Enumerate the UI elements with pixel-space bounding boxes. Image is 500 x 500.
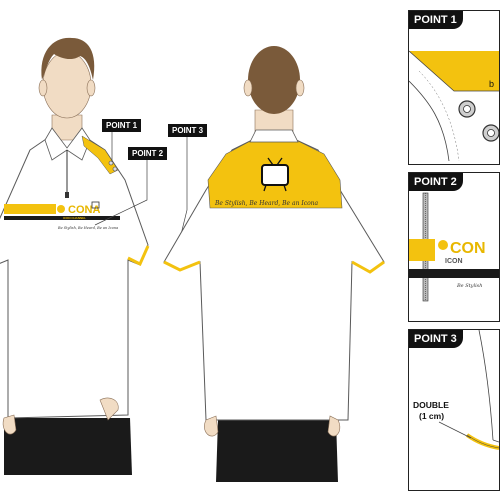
detail-panel-point-3: POINT 3 DOUBLE (1 cm) xyxy=(408,329,500,491)
detail-3-note-line-2: (1 cm) xyxy=(419,411,445,421)
detail-3-drawing xyxy=(438,330,499,450)
detail-panel-3-title: POINT 3 xyxy=(409,330,463,348)
detail-2-yellow-band xyxy=(409,239,435,261)
front-shoulder-strip xyxy=(81,135,119,175)
detail-2-black-band xyxy=(409,269,499,278)
front-tagline: Be Stylish, Be Heard, Be an Icona xyxy=(57,226,118,230)
front-zipper-pull xyxy=(65,192,69,198)
front-collar xyxy=(44,127,91,161)
back-left-ear xyxy=(243,79,253,97)
front-hair xyxy=(41,37,95,80)
detail-2-logo-dot xyxy=(438,240,448,250)
tv-icon xyxy=(261,157,289,192)
detail-2-logo-text: CON xyxy=(450,240,486,257)
front-logo-dot xyxy=(57,205,65,213)
back-pants xyxy=(216,420,338,482)
leader-point-2 xyxy=(94,153,148,226)
callout-point-1: POINT 1 xyxy=(102,119,142,132)
detail-3-hem xyxy=(465,433,499,450)
callout-point-3: POINT 3 xyxy=(168,124,208,137)
front-left-hand xyxy=(2,414,17,435)
front-chest-band-yellow xyxy=(4,204,56,214)
front-right-ear xyxy=(86,79,96,97)
detail-panel-point-1: b POINT 1 xyxy=(408,10,500,165)
front-left-ear xyxy=(38,79,48,97)
detail-panel-point-2: CON ICON Be Stylish POINT 2 xyxy=(408,172,500,322)
front-tv-icon xyxy=(91,201,100,209)
front-chest-band-black xyxy=(4,216,120,220)
back-left-hand xyxy=(204,415,219,437)
detail-1-partial-text: b xyxy=(489,79,494,89)
back-right-sleeve-hem xyxy=(351,260,385,274)
back-left-sleeve-hem xyxy=(163,260,201,272)
back-right-ear xyxy=(295,79,305,97)
back-collar xyxy=(249,129,299,143)
front-shoulder-eyelet-2 xyxy=(112,166,118,172)
detail-2-tagline: Be Stylish xyxy=(456,283,482,289)
detail-panel-1-title: POINT 1 xyxy=(409,11,463,29)
back-head xyxy=(248,46,300,114)
front-right-sleeve-hem xyxy=(127,245,150,267)
back-tagline: Be Stylish, Be Heard, Be an Icona xyxy=(214,200,319,207)
detail-panel-2-title: POINT 2 xyxy=(409,173,463,191)
front-pants xyxy=(4,418,132,475)
front-right-hand xyxy=(99,397,119,421)
detail-1-drawing: b xyxy=(409,50,499,162)
detail-3-leader xyxy=(438,421,472,439)
callout-point-2: POINT 2 xyxy=(128,147,168,160)
back-right-hand xyxy=(327,415,341,437)
detail-2-drawing: CON ICON Be Stylish xyxy=(409,192,499,302)
detail-2-logo-subtext: ICON xyxy=(445,258,463,265)
detail-3-note-line-1: DOUBLE xyxy=(413,400,449,410)
front-logo-subtext: ICON CHANNEL xyxy=(63,216,86,220)
